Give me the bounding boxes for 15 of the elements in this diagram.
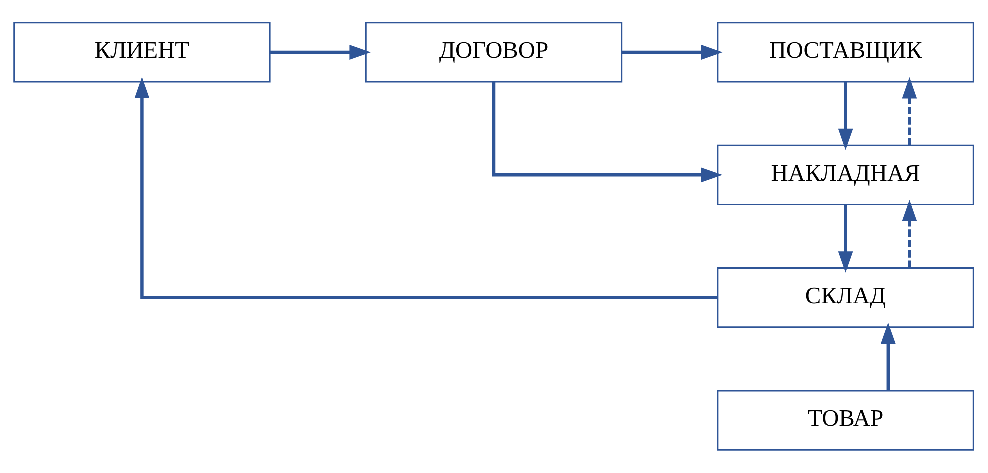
- arrow: [270, 45, 372, 60]
- node-box: КЛИЕНТ: [14, 22, 271, 83]
- arrow: [880, 322, 896, 391]
- node-box: НАКЛАДНАЯ: [717, 144, 974, 206]
- node-box: ТОВАР: [717, 390, 974, 451]
- arrow: [902, 200, 918, 268]
- node-box: ДОГОВОР: [365, 22, 623, 83]
- arrow: [492, 82, 723, 183]
- arrow: [134, 77, 718, 300]
- node-box: СКЛАД: [717, 268, 974, 328]
- node-box: ПОСТАВЩИК: [717, 22, 974, 83]
- arrow: [838, 82, 854, 150]
- arrow: [838, 204, 854, 273]
- arrow: [902, 77, 918, 146]
- arrow: [622, 45, 723, 60]
